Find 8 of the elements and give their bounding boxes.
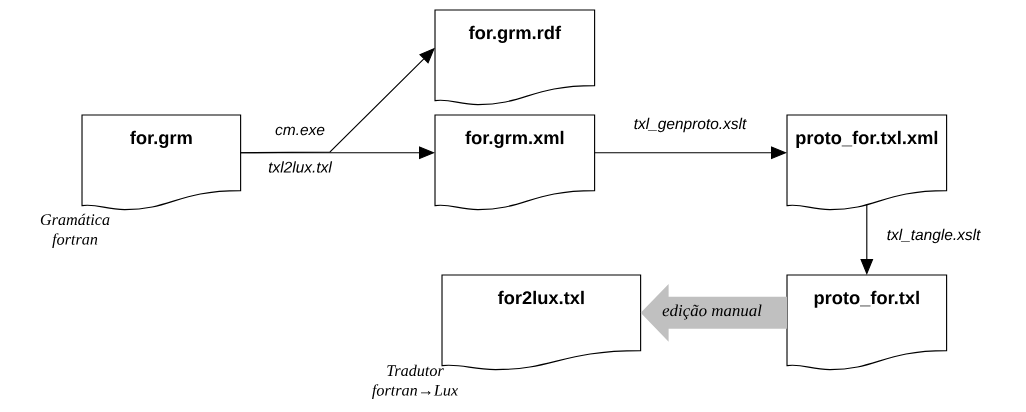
arrow (594, 146, 787, 160)
edge-label: txl_tangle.xslt (885, 227, 982, 245)
edge-label: txl_genproto.xslt (632, 116, 748, 134)
arrow (240, 146, 435, 160)
edge-label: cm.exe (273, 125, 327, 137)
caption-text: Gramática fortran (40, 213, 110, 249)
edge-label: txl2lux.txl (266, 159, 334, 175)
arrow (860, 204, 874, 275)
